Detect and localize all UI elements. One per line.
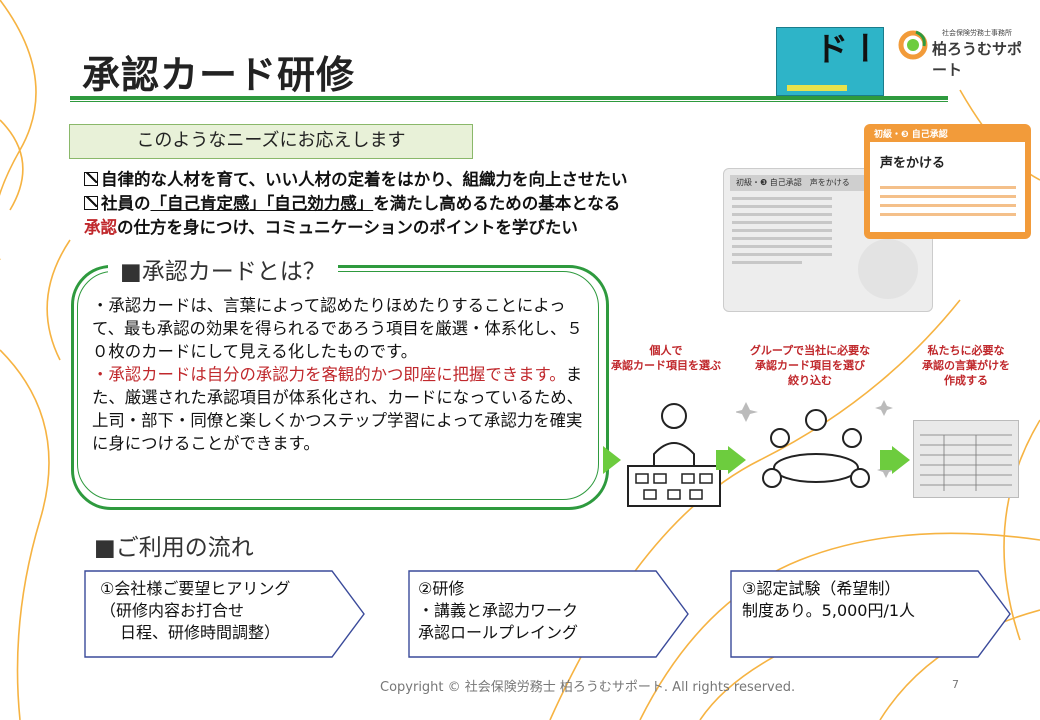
book-cover-band [787,85,847,91]
card-sample-front-body: 声をかける [870,142,1025,232]
flow-step-2-title: ②研修 [418,579,465,598]
logo-company-name: 柏ろうむサポート [932,40,1023,79]
copyright-footer: Copyright © 社会保険労務士 柏ろうむサポート. All rights… [380,680,796,695]
flow-heading: ■ご利用の流れ [94,535,254,561]
card-description-para2-red: ・承認カードは自分の承認力を客観的かつ即座に把握できます。 [92,365,566,384]
flow-step-1: ①会社様ご要望ヒアリング （研修内容お打合せ 日程、研修時間調整） [100,578,340,644]
flow-step-1-detail-2: 日程、研修時間調整） [120,623,281,642]
step-arrow-stem [880,450,892,470]
flow-step-2-detail-1: ・講義と承認力ワーク [418,601,579,620]
flow-step-1-detail-1: （研修内容お打合せ [100,601,245,620]
step-1-illustration [627,403,721,507]
needs-item-1: 自律的な人材を育て、いい人材の定着をはかり、組織力を向上させたい [84,168,724,192]
page-title: 承認カード研修 [82,53,356,97]
flow-step-1-title: ①会社様ご要望ヒアリング [100,579,291,598]
needs-item-2-text-end: の仕方を身につけ、コミュニケーションのポイントを学びたい [117,218,578,237]
flow-step-2-shape [408,570,689,658]
card-sample-front-header: 初級・❸ 自己承認 [874,130,948,140]
title-underline-thin [70,101,948,102]
flow-step-3-title: ③認定試験（希望制） [742,579,901,598]
step-1-label: 個人で 承認カード項目を選ぶ [611,344,721,372]
step-arrow-icon [728,446,746,474]
needs-item-2-continued: 承認の仕方を身につけ、コミュニケーションのポイントを学びたい [84,216,724,240]
card-sample-front-title: 声をかける [880,156,946,171]
flow-step-2: ②研修 ・講義と承認力ワーク 承認ロールプレイング [418,578,658,644]
card-sample-front: 初級・❸ 自己承認 声をかける [864,124,1031,239]
needs-item-2-underlined: 「自己肯定感」「自己効力感」 [150,194,374,213]
step-3-worksheet-photo [913,420,1019,498]
flow-step-1-shape [84,570,365,658]
flow-step-3: ③認定試験（希望制） 制度あり。5,000円/1人 [742,578,982,622]
card-description-para2: また、厳選された承認項目が体系化され、カードになっているため、上司・部下・同僚と… [92,365,584,453]
step-2-illustration [736,400,895,488]
title-underline [70,96,948,100]
card-sample-front-lines [880,186,1016,222]
card-sample-back-lines [732,197,832,269]
needs-heading: このようなニーズにお応えします [69,124,473,159]
flow-step-2-detail-2: 承認ロールプレイング [418,623,579,642]
company-logo: 社会保険労務士事務所 柏ろうむサポート [894,26,1024,79]
step-arrow-stem [716,450,728,470]
flow-step-3-shape [730,570,1011,658]
step-2-label: グループで当社に必要な 承認カード項目を選び 絞り込む [749,344,871,387]
checkbox-checked-icon [84,196,98,210]
needs-item-2-text-pre: 社員の [101,194,151,213]
step-arrow-icon [603,446,621,474]
logo-mark-icon [898,30,928,60]
step-arrow-icon [892,446,910,474]
needs-item-2-text-post: を満たし高めるための基本となる [373,194,621,213]
card-info-frame-outer [71,265,609,510]
needs-item-1-text: 自律的な人材を育て、いい人材の定着をはかり、組織力を向上させたい [101,170,628,189]
checkbox-checked-icon [84,172,98,186]
needs-item-2: 社員の「自己肯定感」「自己効力感」を満たし高めるための基本となる [84,192,724,216]
card-sample-illustration [858,239,918,299]
card-section-heading: ■承認カードとは？ [108,252,338,286]
book-cover-image: 承認カード [776,27,884,96]
needs-item-2-red: 承認 [84,218,117,237]
worksheet-grid [920,434,1012,491]
card-info-frame-inner [77,271,599,500]
flow-step-3-detail: 制度あり。5,000円/1人 [742,601,916,620]
page-number: 7 [952,678,959,691]
book-cover-title: 承認カード [808,31,883,65]
card-description-para1: ・承認カードは、言葉によって認めたりほめたりすることによって、最も承認の効果を得… [92,296,583,361]
logo-org-text: 社会保険労務士事務所 [942,29,1012,37]
card-description: ・承認カードは、言葉によって認めたりほめたりすることによって、最も承認の効果を得… [92,294,588,455]
step-3-label: 私たちに必要な 承認の言葉がけを 作成する [922,344,1010,387]
needs-list: 自律的な人材を育て、いい人材の定着をはかり、組織力を向上させたい 社員の「自己肯… [84,168,724,240]
